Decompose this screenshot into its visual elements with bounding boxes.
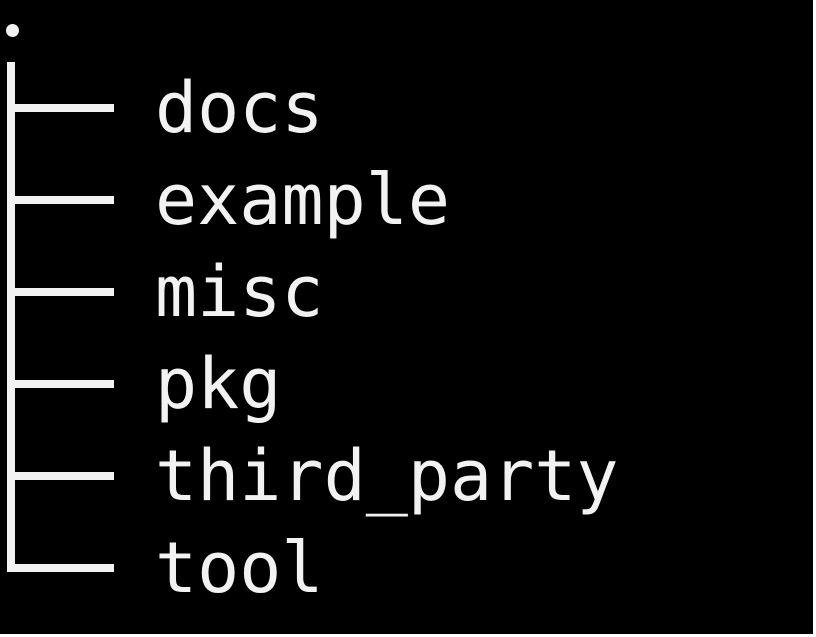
tree-last-branch-connector — [0, 522, 150, 614]
tree-branch-connector — [0, 430, 150, 522]
tree-entry-docs: docs — [0, 62, 619, 154]
directory-tree: docs example misc pkg third_party — [0, 62, 619, 614]
directory-name: example — [155, 159, 451, 241]
tree-root-dot — [6, 24, 19, 37]
tree-branch-connector — [0, 338, 150, 430]
tree-branch-connector — [0, 154, 150, 246]
tree-entry-misc: misc — [0, 246, 619, 338]
tree-entry-tool: tool — [0, 522, 619, 614]
directory-name: third_party — [155, 435, 619, 517]
directory-name: tool — [155, 527, 324, 609]
tree-entry-third-party: third_party — [0, 430, 619, 522]
tree-entry-example: example — [0, 154, 619, 246]
directory-name: misc — [155, 251, 324, 333]
tree-branch-connector — [0, 62, 150, 154]
directory-name: docs — [155, 67, 324, 149]
tree-entry-pkg: pkg — [0, 338, 619, 430]
directory-name: pkg — [155, 343, 282, 425]
tree-branch-connector — [0, 246, 150, 338]
